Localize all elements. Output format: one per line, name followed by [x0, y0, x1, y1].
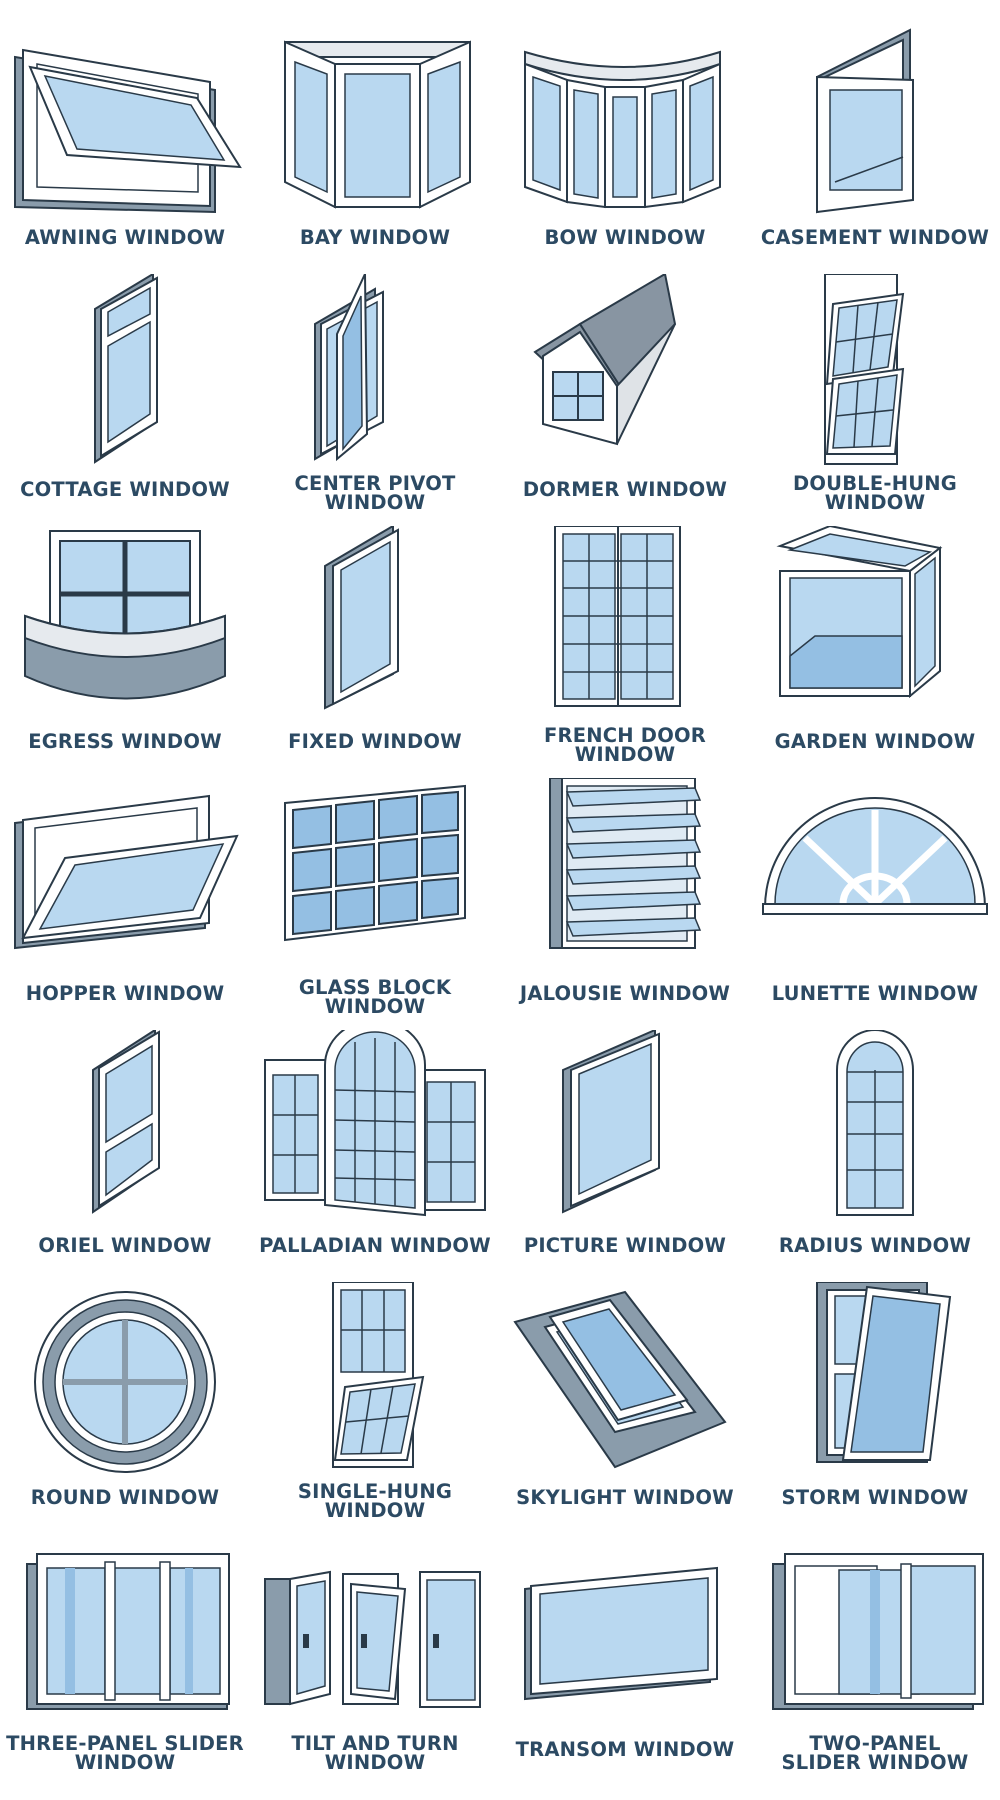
french-door-window-icon	[554, 526, 681, 707]
window-card-double-hung: DOUBLE-HUNG WINDOW	[750, 266, 1000, 518]
center-pivot-window-icon	[314, 274, 384, 462]
window-card-round: ROUND WINDOW	[0, 1274, 250, 1526]
dormer-window-icon	[533, 274, 677, 446]
window-label: COTTAGE WINDOW	[20, 478, 230, 501]
window-card-garden: GARDEN WINDOW	[750, 518, 1000, 770]
lunette-window-icon	[762, 797, 988, 915]
transom-window-icon	[524, 1566, 718, 1701]
window-label: STORM WINDOW	[781, 1486, 969, 1509]
jalousie-window-icon	[549, 778, 702, 949]
window-card-two-panel-slider: TWO-PANEL SLIDER WINDOW	[750, 1526, 1000, 1778]
awning-window-icon	[14, 48, 242, 214]
window-label: FRENCH DOOR WINDOW	[544, 724, 706, 766]
window-label: CENTER PIVOT WINDOW	[294, 472, 456, 514]
cottage-window-icon	[94, 274, 158, 464]
window-label: THREE-PANEL SLIDER WINDOW	[6, 1732, 244, 1774]
window-label: DORMER WINDOW	[522, 478, 728, 501]
window-label: GARDEN WINDOW	[774, 730, 976, 753]
window-label: LUNETTE WINDOW	[771, 982, 979, 1005]
window-card-fixed: FIXED WINDOW	[250, 518, 500, 770]
window-label: TRANSOM WINDOW	[515, 1738, 735, 1761]
window-card-awning: AWNING WINDOW	[0, 14, 250, 266]
window-label: RADIUS WINDOW	[778, 1234, 972, 1257]
window-label: SKYLIGHT WINDOW	[516, 1486, 734, 1509]
fixed-window-icon	[324, 526, 399, 710]
bow-window-icon	[524, 50, 721, 209]
storm-window-icon	[816, 1282, 952, 1463]
single-hung-window-icon	[332, 1282, 425, 1468]
picture-window-icon	[562, 1030, 660, 1214]
three-panel-slider-window-icon	[26, 1553, 230, 1710]
tilt-and-turn-window-icon	[264, 1570, 481, 1708]
bay-window-icon	[284, 40, 471, 209]
oriel-window-icon	[92, 1030, 160, 1214]
skylight-window-icon	[513, 1290, 727, 1469]
window-card-storm: STORM WINDOW	[750, 1274, 1000, 1526]
window-card-bow: BOW WINDOW	[500, 14, 750, 266]
window-label: ORIEL WINDOW	[38, 1234, 212, 1257]
garden-window-icon	[776, 526, 943, 699]
window-card-egress: EGRESS WINDOW	[0, 518, 250, 770]
window-card-oriel: ORIEL WINDOW	[0, 1022, 250, 1274]
window-card-dormer: DORMER WINDOW	[500, 266, 750, 518]
double-hung-window-icon	[824, 274, 905, 465]
window-card-single-hung: SINGLE-HUNG WINDOW	[250, 1274, 500, 1526]
window-label: SINGLE-HUNG WINDOW	[297, 1480, 453, 1522]
window-label: HOPPER WINDOW	[25, 982, 225, 1005]
window-label: FIXED WINDOW	[288, 730, 462, 753]
hopper-window-icon	[14, 794, 239, 950]
window-card-jalousie: JALOUSIE WINDOW	[500, 770, 750, 1022]
window-label: TWO-PANEL SLIDER WINDOW	[781, 1732, 969, 1774]
window-label: ROUND WINDOW	[30, 1486, 220, 1509]
window-card-cottage: COTTAGE WINDOW	[0, 266, 250, 518]
casement-window-icon	[816, 28, 914, 214]
window-card-bay: BAY WINDOW	[250, 14, 500, 266]
window-label: BAY WINDOW	[299, 226, 451, 249]
window-label: AWNING WINDOW	[24, 226, 226, 249]
window-card-lunette: LUNETTE WINDOW	[750, 770, 1000, 1022]
round-window-icon	[34, 1291, 216, 1473]
window-card-skylight: SKYLIGHT WINDOW	[500, 1274, 750, 1526]
window-label: EGRESS WINDOW	[28, 730, 222, 753]
glass-block-window-icon	[284, 784, 466, 942]
window-card-three-panel-slider: THREE-PANEL SLIDER WINDOW	[0, 1526, 250, 1778]
window-card-picture: PICTURE WINDOW	[500, 1022, 750, 1274]
window-label: PICTURE WINDOW	[523, 1234, 727, 1257]
two-panel-slider-window-icon	[772, 1553, 984, 1710]
window-card-hopper: HOPPER WINDOW	[0, 770, 250, 1022]
window-label: GLASS BLOCK WINDOW	[298, 976, 452, 1018]
window-card-glass-block: GLASS BLOCK WINDOW	[250, 770, 500, 1022]
radius-window-icon	[836, 1030, 914, 1216]
window-label: JALOUSIE WINDOW	[519, 982, 731, 1005]
window-label: CASEMENT WINDOW	[760, 226, 990, 249]
window-card-radius: RADIUS WINDOW	[750, 1022, 1000, 1274]
window-card-transom: TRANSOM WINDOW	[500, 1526, 750, 1778]
palladian-window-icon	[264, 1030, 486, 1217]
window-card-casement: CASEMENT WINDOW	[750, 14, 1000, 266]
window-label: DOUBLE-HUNG WINDOW	[793, 472, 957, 514]
window-card-french-door: FRENCH DOOR WINDOW	[500, 518, 750, 770]
window-card-palladian: PALLADIAN WINDOW	[250, 1022, 500, 1274]
egress-window-icon	[24, 530, 226, 700]
window-label: PALLADIAN WINDOW	[259, 1234, 491, 1257]
window-card-tilt-and-turn: TILT AND TURN WINDOW	[250, 1526, 500, 1778]
window-card-center-pivot: CENTER PIVOT WINDOW	[250, 266, 500, 518]
window-label: TILT AND TURN WINDOW	[291, 1732, 459, 1774]
window-label: BOW WINDOW	[544, 226, 706, 249]
